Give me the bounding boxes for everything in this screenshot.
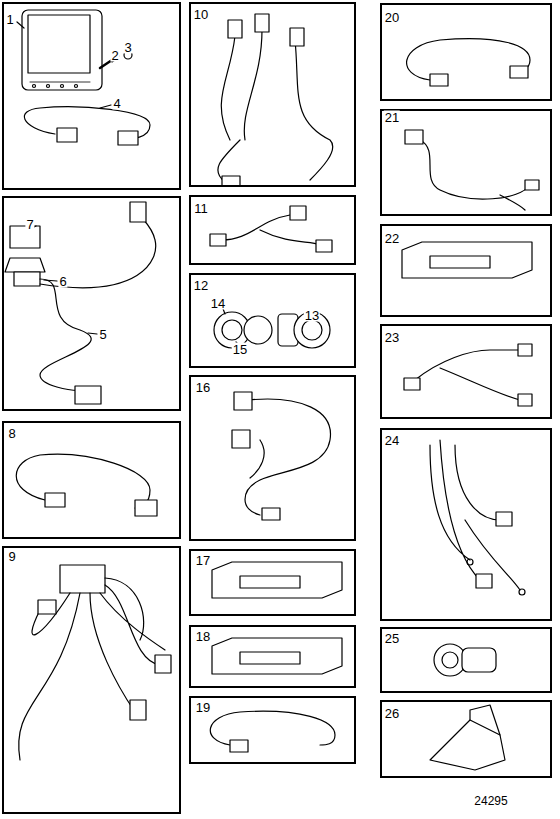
callout-number: 16: [195, 381, 211, 394]
part-panel: 16: [189, 375, 356, 541]
part-panel: 24: [380, 428, 552, 621]
part-panel: 19: [189, 696, 356, 764]
callout-number: 24: [384, 434, 400, 447]
callout-number: 3: [123, 41, 132, 54]
callout-number: 23: [384, 331, 400, 344]
callout-number: 20: [384, 11, 400, 24]
callout-number: 1: [5, 13, 14, 26]
part-panel: 10: [189, 2, 356, 187]
callout-number: 2: [110, 49, 119, 62]
callout-number: 6: [58, 275, 67, 288]
callout-number: 15: [232, 343, 248, 356]
callout-number: 19: [195, 701, 211, 714]
part-panel: 9: [2, 546, 181, 814]
callout-number: 22: [384, 232, 400, 245]
part-panel: 26: [380, 700, 552, 778]
callout-number: 11: [193, 202, 209, 215]
callout-number: 17: [195, 554, 211, 567]
callout-number: 26: [384, 707, 400, 720]
part-panel: 25: [380, 627, 552, 693]
callout-number: 18: [195, 630, 211, 643]
figure-number: 24295: [474, 794, 507, 808]
part-panel: 1 23 4: [2, 2, 181, 190]
part-panel: 17: [189, 549, 356, 616]
part-panel: 18: [189, 625, 356, 688]
part-panel: 22: [380, 224, 552, 317]
callout-number: 14: [210, 297, 226, 310]
callout-number: 8: [7, 427, 16, 440]
part-panel: 11: [189, 195, 356, 265]
callout-number: 21: [384, 111, 400, 124]
part-panel: 7 6 5: [2, 196, 181, 411]
callout-number: 4: [112, 97, 121, 110]
part-panel: 20: [380, 3, 552, 101]
callout-number: 12: [193, 279, 209, 292]
callout-number: 9: [7, 550, 16, 563]
part-panel: 21: [380, 109, 552, 216]
part-panel: 8: [2, 421, 181, 539]
callout-number: 7: [25, 218, 34, 231]
part-panel: 1214 15 13: [189, 273, 356, 368]
callout-number: 5: [98, 328, 107, 341]
callout-number: 10: [193, 8, 209, 21]
part-panel: 23: [380, 324, 552, 419]
callout-number: 13: [304, 309, 320, 322]
callout-number: 25: [384, 632, 400, 645]
